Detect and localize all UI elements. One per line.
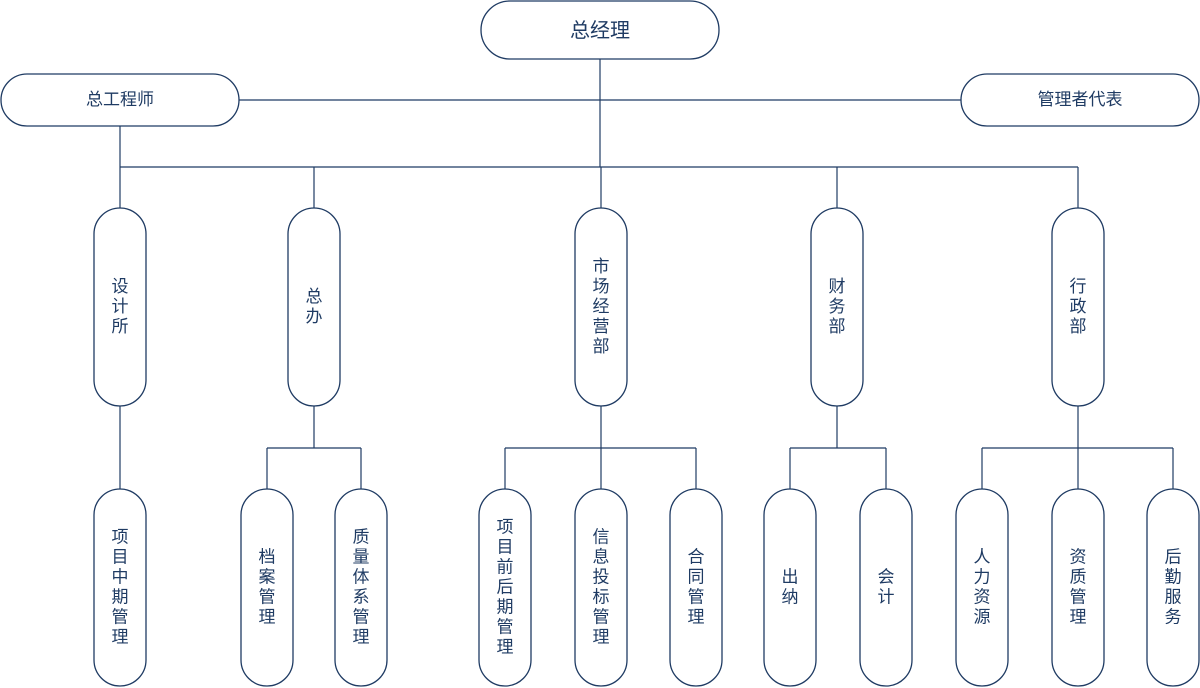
child-node-2-2-label: 合同管理 xyxy=(688,548,705,628)
department-node-0: 设计所 xyxy=(93,207,147,407)
child-node-4-2-label: 后勤服务 xyxy=(1165,548,1182,628)
child-node-4-1-box xyxy=(1051,488,1105,687)
child-node-2-0-label: 项目前后期管理 xyxy=(497,518,514,658)
department-node-4-box xyxy=(1051,207,1105,407)
child-node-1-1-box xyxy=(334,488,388,687)
child-node-3-1: 会计 xyxy=(859,488,913,687)
side-node-left: 总工程师 xyxy=(0,73,240,127)
side-node-left-box xyxy=(0,73,240,127)
side-node-right: 管理者代表 xyxy=(960,73,1200,127)
child-node-4-1: 资质管理 xyxy=(1051,488,1105,687)
child-node-4-1-label: 资质管理 xyxy=(1070,548,1087,628)
child-node-4-0-label: 人力资源 xyxy=(974,548,991,628)
child-node-4-0: 人力资源 xyxy=(955,488,1009,687)
side-node-right-label: 管理者代表 xyxy=(1038,90,1123,110)
child-node-1-0-label: 档案管理 xyxy=(259,548,276,628)
department-node-1: 总办 xyxy=(287,207,341,407)
department-node-3: 财务部 xyxy=(810,207,864,407)
child-node-2-0-box xyxy=(478,488,532,687)
child-node-2-2: 合同管理 xyxy=(669,488,723,687)
child-node-3-0-label: 出纳 xyxy=(782,568,799,608)
child-node-4-2: 后勤服务 xyxy=(1146,488,1200,687)
department-node-3-box xyxy=(810,207,864,407)
department-node-1-box xyxy=(287,207,341,407)
connector-lines xyxy=(119,59,1174,489)
child-node-1-0: 档案管理 xyxy=(240,488,294,687)
child-node-1-1: 质量体系管理 xyxy=(334,488,388,687)
child-node-3-0: 出纳 xyxy=(763,488,817,687)
side-node-left-label: 总工程师 xyxy=(86,90,154,110)
child-node-2-2-box xyxy=(669,488,723,687)
child-node-0-0: 项目中期管理 xyxy=(93,488,147,687)
child-node-3-0-box xyxy=(763,488,817,687)
department-node-2-box xyxy=(574,207,628,407)
department-node-0-box xyxy=(93,207,147,407)
root-node: 总经理 xyxy=(480,0,720,60)
department-node-2-label: 市场经营部 xyxy=(593,257,610,357)
root-node-box xyxy=(480,0,720,60)
child-node-1-1-label: 质量体系管理 xyxy=(353,528,370,648)
root-node-label: 总经理 xyxy=(570,18,630,42)
department-node-0-label: 设计所 xyxy=(112,277,129,337)
child-node-2-1: 信息投标管理 xyxy=(574,488,628,687)
child-node-4-0-box xyxy=(955,488,1009,687)
child-node-2-0: 项目前后期管理 xyxy=(478,488,532,687)
child-node-0-0-label: 项目中期管理 xyxy=(112,528,129,648)
child-node-1-0-box xyxy=(240,488,294,687)
department-node-4-label: 行政部 xyxy=(1070,277,1087,337)
department-node-1-label: 总办 xyxy=(306,287,323,327)
child-node-0-0-box xyxy=(93,488,147,687)
child-node-3-1-box xyxy=(859,488,913,687)
child-node-4-2-box xyxy=(1146,488,1200,687)
department-node-2: 市场经营部 xyxy=(574,207,628,407)
child-node-3-1-label: 会计 xyxy=(878,568,895,608)
department-node-3-label: 财务部 xyxy=(829,277,846,337)
department-node-4: 行政部 xyxy=(1051,207,1105,407)
side-node-right-box xyxy=(960,73,1200,127)
child-node-2-1-box xyxy=(574,488,628,687)
child-node-2-1-label: 信息投标管理 xyxy=(593,528,610,648)
